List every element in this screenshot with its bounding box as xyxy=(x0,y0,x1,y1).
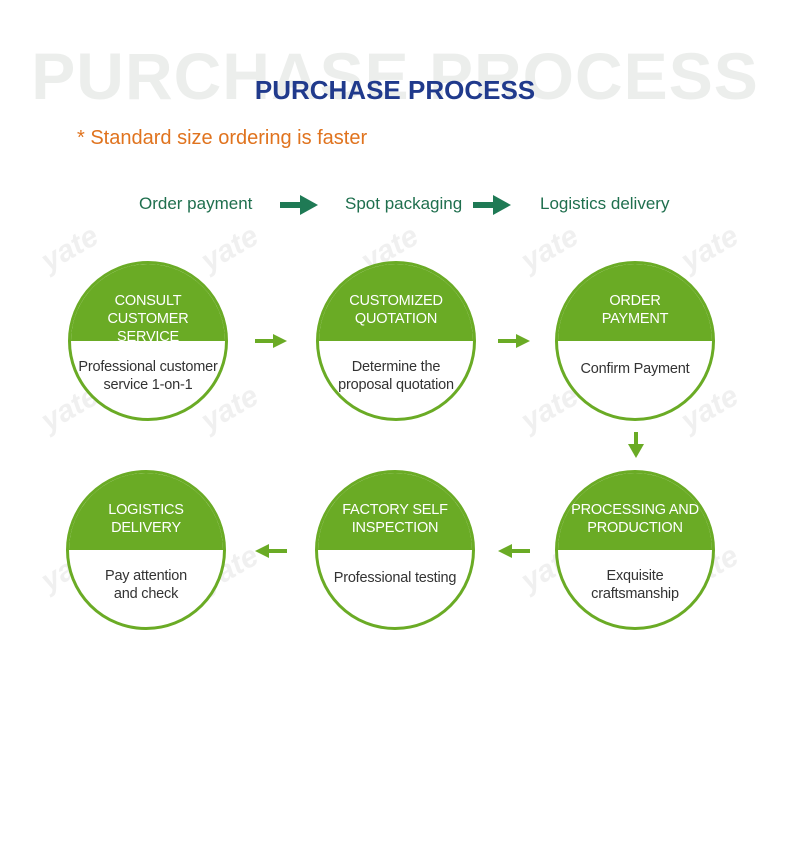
circle-header xyxy=(319,264,473,341)
circle-header xyxy=(71,264,225,341)
ordering-note: * Standard size ordering is faster xyxy=(77,127,368,149)
step-order-payment: ORDER PAYMENT Confirm Payment xyxy=(555,261,715,421)
page-title: PURCHASE PROCESS xyxy=(254,75,536,105)
circle-header xyxy=(558,264,712,341)
step-processing-and-production: PROCESSING AND PRODUCTION Exquisite craf… xyxy=(555,470,715,630)
circle-header xyxy=(558,473,712,550)
circle-header xyxy=(318,473,472,550)
circle-title: CONSULT CUSTOMER SERVICE xyxy=(107,293,189,345)
arrow-right-icon-2 xyxy=(498,334,530,348)
step-customized-quotation: CUSTOMIZED QUOTATION Determine the propo… xyxy=(316,261,476,421)
circle-title: LOGISTICS DELIVERY xyxy=(108,502,184,536)
circle-description: Determine the proposal quotation xyxy=(338,359,454,393)
flow-arrow-icon-2 xyxy=(473,195,511,215)
step-factory-self-inspection: FACTORY SELF INSPECTION Professional tes… xyxy=(315,470,475,630)
flow-step-order-payment: Order payment xyxy=(139,194,253,213)
step-logistics-delivery: LOGISTICS DELIVERY Pay attention and che… xyxy=(66,470,226,630)
flow-arrow-icon-1 xyxy=(280,195,318,215)
background-title: PURCHASE PROCESS xyxy=(31,39,759,113)
flow-step-logistics-delivery: Logistics delivery xyxy=(540,194,670,213)
circle-title: CUSTOMIZED QUOTATION xyxy=(349,293,443,327)
arrow-left-icon-2 xyxy=(255,544,287,558)
circle-description: Pay attention and check xyxy=(104,568,188,602)
circle-description: Professional testing xyxy=(333,570,457,586)
circle-header xyxy=(69,473,223,550)
arrow-down-icon xyxy=(628,432,644,458)
arrow-left-icon-1 xyxy=(498,544,530,558)
circle-description: Professional customer service 1-on-1 xyxy=(78,359,218,393)
circle-title: ORDER PAYMENT xyxy=(601,293,669,327)
circle-description: Exquisite craftsmanship xyxy=(591,568,679,602)
step-consult-customer-service: CONSULT CUSTOMER SERVICE Professional cu… xyxy=(68,261,228,421)
flow-step-spot-packaging: Spot packaging xyxy=(345,194,463,213)
circle-description: Confirm Payment xyxy=(580,361,690,377)
circle-title: FACTORY SELF INSPECTION xyxy=(342,502,448,536)
circle-title: PROCESSING AND PRODUCTION xyxy=(571,502,699,536)
arrow-right-icon-1 xyxy=(255,334,287,348)
